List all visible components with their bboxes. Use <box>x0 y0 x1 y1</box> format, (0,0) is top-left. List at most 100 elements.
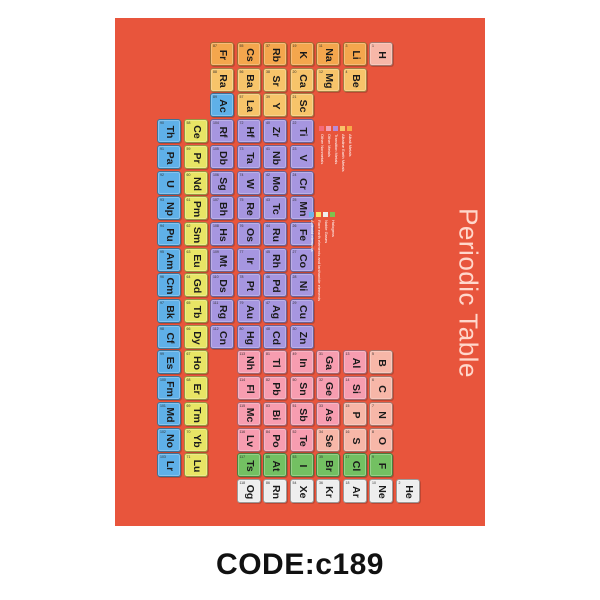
element-symbol: Tm <box>190 406 203 423</box>
legend-item: Other Nonmetals <box>319 126 329 216</box>
element-symbol: Cs <box>243 48 256 62</box>
element-symbol: Fr <box>217 49 229 61</box>
element-symbol: Bh <box>217 202 229 217</box>
element-number: 51 <box>292 403 297 408</box>
element-number: 20 <box>292 69 297 74</box>
element-symbol: Sb <box>296 408 309 422</box>
element-symbol: Zn <box>296 331 309 345</box>
element-symbol: Sr <box>270 75 282 87</box>
element-number: 29 <box>292 301 297 305</box>
element-symbol: Ge <box>323 382 335 397</box>
element-symbol: Nb <box>270 150 282 165</box>
element-number: 25 <box>292 198 297 203</box>
element-number: 118 <box>239 480 246 485</box>
element-number: 6 <box>372 378 374 383</box>
element-number: 110 <box>213 275 219 280</box>
element-number: 104 <box>213 121 219 126</box>
element-number: 41 <box>266 146 270 151</box>
poster-title: Periodic Table <box>453 208 484 378</box>
element-number: 27 <box>292 249 297 254</box>
element-symbol: Li <box>349 50 362 60</box>
element-number: 101 <box>160 403 166 408</box>
element-symbol: Rg <box>217 305 229 319</box>
element-symbol: Ag <box>270 305 282 319</box>
element-number: 99 <box>160 352 164 357</box>
element-symbol: Ru <box>270 227 282 242</box>
element-number: 60 <box>186 172 191 177</box>
element-symbol: Pt <box>243 281 256 292</box>
element-number: 11 <box>319 44 323 48</box>
element-number: 15 <box>345 403 350 408</box>
element-number: 19 <box>292 44 297 48</box>
element-symbol: Lv <box>243 434 256 447</box>
element-number: 42 <box>266 172 270 177</box>
element-number: 94 <box>160 223 164 228</box>
element-symbol: Bi <box>270 409 282 421</box>
element-symbol: Ga <box>323 356 335 371</box>
element-number: 26 <box>292 223 297 228</box>
element-symbol: Pb <box>270 382 282 396</box>
element-number: 55 <box>239 44 244 48</box>
element-symbol: Ir <box>243 257 256 265</box>
element-number: 76 <box>239 223 244 228</box>
element-symbol: Ar <box>349 486 362 498</box>
element-symbol: Br <box>323 460 335 473</box>
element-number: 90 <box>160 121 164 126</box>
element-symbol: B <box>376 359 388 368</box>
element-number: 9 <box>372 455 374 460</box>
element-symbol: Mo <box>270 175 282 192</box>
element-number: 62 <box>186 223 191 228</box>
element-symbol: Sn <box>296 382 309 396</box>
element-symbol: Np <box>164 202 176 217</box>
element-symbol: Cf <box>164 332 176 344</box>
element-number: 114 <box>239 378 246 383</box>
element-number: 1 <box>372 44 374 48</box>
element-symbol: Ho <box>190 356 203 371</box>
element-symbol: Ta <box>243 152 256 164</box>
element-symbol: Mt <box>217 254 229 267</box>
element-number: 100 <box>160 378 166 383</box>
element-symbol: Os <box>243 227 256 242</box>
element-number: 35 <box>319 455 323 460</box>
element-symbol: W <box>243 178 256 189</box>
element-number: 28 <box>292 275 297 280</box>
element-symbol: Pu <box>164 228 176 242</box>
element-number: 103 <box>160 455 166 460</box>
element-symbol: Pr <box>190 152 203 164</box>
element-number: 66 <box>186 326 191 331</box>
element-number: 44 <box>266 223 270 228</box>
element-number: 82 <box>266 378 270 383</box>
element-number: 73 <box>239 146 244 151</box>
legend-swatch <box>316 212 321 217</box>
